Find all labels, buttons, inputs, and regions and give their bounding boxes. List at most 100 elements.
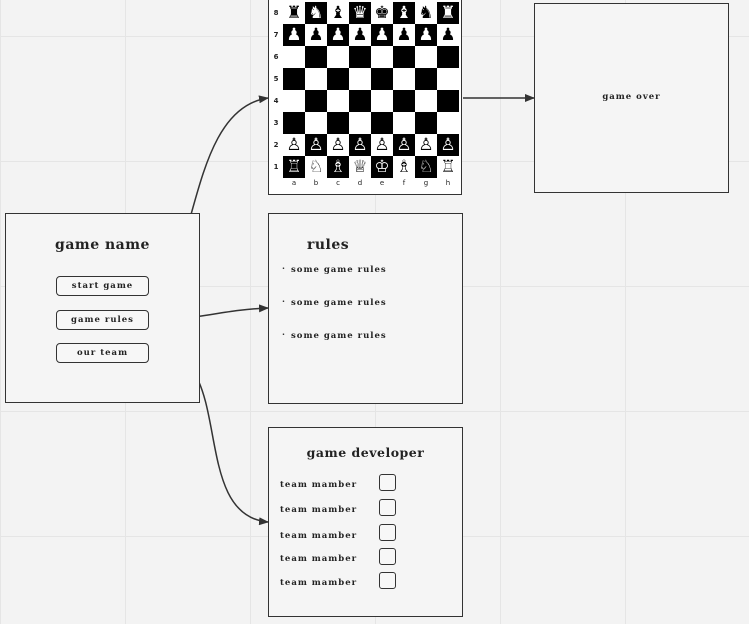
board-square[interactable]: ♟: [371, 24, 393, 46]
board-square[interactable]: [283, 46, 305, 68]
board-square[interactable]: ♕: [349, 156, 371, 178]
rule-bullet: ·: [282, 297, 286, 307]
board-square[interactable]: ♞: [305, 2, 327, 24]
rank-label: 1: [273, 163, 279, 171]
board-square[interactable]: [437, 112, 459, 134]
board-square[interactable]: [415, 112, 437, 134]
rank-label: 6: [273, 53, 279, 61]
team-member-label: team mamber: [280, 554, 358, 564]
board-square[interactable]: ♚: [371, 2, 393, 24]
board-square[interactable]: ♙: [349, 134, 371, 156]
file-label: d: [357, 179, 363, 187]
game-rules-button[interactable]: game rules: [56, 310, 149, 330]
rank-label: 7: [273, 31, 279, 39]
rule-bullet: ·: [282, 330, 286, 340]
board-square[interactable]: [393, 112, 415, 134]
team-member-label: team mamber: [280, 480, 358, 490]
board-square[interactable]: ♝: [327, 2, 349, 24]
board-square[interactable]: [415, 68, 437, 90]
board-square[interactable]: [371, 90, 393, 112]
board-square[interactable]: ♔: [371, 156, 393, 178]
board-square[interactable]: ♟: [305, 24, 327, 46]
game-over-panel: [534, 3, 729, 193]
board-square[interactable]: ♟: [283, 24, 305, 46]
board-square[interactable]: [283, 112, 305, 134]
board-square[interactable]: [283, 68, 305, 90]
main-menu-panel: [5, 213, 200, 403]
board-square[interactable]: ♟: [349, 24, 371, 46]
game-over-label: game over: [602, 92, 661, 102]
chess-board[interactable]: ♜♞♝♛♚♝♞♜♟♟♟♟♟♟♟♟♙♙♙♙♙♙♙♙♖♘♗♕♔♗♘♖: [283, 2, 459, 178]
game-name-title: game name: [55, 237, 150, 253]
team-member-checkbox[interactable]: [379, 548, 396, 565]
rule-item: some game rules: [291, 298, 387, 308]
board-square[interactable]: [371, 68, 393, 90]
team-member-checkbox[interactable]: [379, 572, 396, 589]
rules-title: rules: [307, 237, 350, 253]
board-square[interactable]: ♙: [437, 134, 459, 156]
board-square[interactable]: [437, 90, 459, 112]
board-square[interactable]: [371, 46, 393, 68]
board-square[interactable]: [305, 90, 327, 112]
board-square[interactable]: [327, 68, 349, 90]
board-square[interactable]: [371, 112, 393, 134]
board-square[interactable]: ♙: [327, 134, 349, 156]
board-square[interactable]: ♜: [283, 2, 305, 24]
board-square[interactable]: ♙: [283, 134, 305, 156]
board-square[interactable]: [349, 90, 371, 112]
board-square[interactable]: ♝: [393, 2, 415, 24]
file-label: f: [402, 179, 406, 187]
board-square[interactable]: [349, 68, 371, 90]
board-square[interactable]: [327, 112, 349, 134]
board-square[interactable]: [415, 90, 437, 112]
board-square[interactable]: [393, 46, 415, 68]
file-label: h: [445, 179, 451, 187]
team-member-label: team mamber: [280, 505, 358, 515]
board-square[interactable]: [437, 46, 459, 68]
our-team-button[interactable]: our team: [56, 343, 149, 363]
board-square[interactable]: ♙: [371, 134, 393, 156]
team-member-checkbox[interactable]: [379, 474, 396, 491]
file-label: g: [423, 179, 429, 187]
board-square[interactable]: ♘: [305, 156, 327, 178]
board-square[interactable]: ♖: [437, 156, 459, 178]
board-square[interactable]: [349, 112, 371, 134]
board-square[interactable]: [415, 46, 437, 68]
start-game-button[interactable]: start game: [56, 276, 149, 296]
board-square[interactable]: ♟: [415, 24, 437, 46]
board-square[interactable]: [305, 46, 327, 68]
file-label: e: [379, 179, 385, 187]
rank-label: 2: [273, 141, 279, 149]
board-square[interactable]: [283, 90, 305, 112]
team-member-label: team mamber: [280, 578, 358, 588]
board-square[interactable]: ♙: [305, 134, 327, 156]
board-square[interactable]: [349, 46, 371, 68]
board-square[interactable]: ♜: [437, 2, 459, 24]
game-developer-title: game developer: [306, 445, 425, 460]
team-member-checkbox[interactable]: [379, 499, 396, 516]
board-square[interactable]: ♟: [393, 24, 415, 46]
board-square[interactable]: [393, 68, 415, 90]
board-square[interactable]: ♗: [393, 156, 415, 178]
board-square[interactable]: [393, 90, 415, 112]
rank-label: 4: [273, 97, 279, 105]
board-square[interactable]: ♙: [393, 134, 415, 156]
board-square[interactable]: [327, 90, 349, 112]
board-square[interactable]: ♖: [283, 156, 305, 178]
board-square[interactable]: ♟: [437, 24, 459, 46]
board-square[interactable]: [305, 68, 327, 90]
board-square[interactable]: [305, 112, 327, 134]
file-label: b: [313, 179, 319, 187]
game-developer-panel: [268, 427, 463, 617]
board-square[interactable]: [327, 46, 349, 68]
board-square[interactable]: ♗: [327, 156, 349, 178]
board-square[interactable]: ♙: [415, 134, 437, 156]
board-square[interactable]: ♞: [415, 2, 437, 24]
board-square[interactable]: ♟: [327, 24, 349, 46]
board-square[interactable]: ♛: [349, 2, 371, 24]
team-member-checkbox[interactable]: [379, 524, 396, 541]
rule-item: some game rules: [291, 265, 387, 275]
file-label: a: [291, 179, 297, 187]
board-square[interactable]: ♘: [415, 156, 437, 178]
board-square[interactable]: [437, 68, 459, 90]
